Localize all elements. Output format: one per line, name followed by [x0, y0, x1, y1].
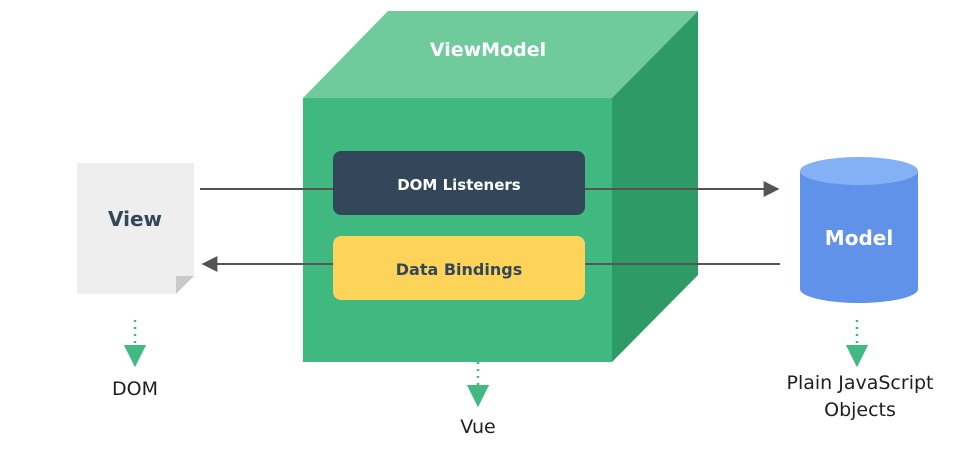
model-cylinder: Model: [800, 157, 918, 303]
model-caption-line-1: Plain JavaScript: [786, 372, 934, 394]
viewmodel-title: ViewModel: [430, 39, 546, 61]
model-caption: Plain JavaScript Objects: [770, 370, 950, 424]
cube-front-face: [303, 98, 612, 362]
view-document: View: [77, 163, 194, 294]
dom-listeners-box: DOM Listeners: [333, 151, 585, 215]
view-title: View: [108, 207, 162, 231]
data-bindings-label: Data Bindings: [396, 260, 522, 279]
vue-caption: Vue: [460, 416, 496, 438]
dom-listeners-label: DOM Listeners: [397, 176, 521, 194]
viewmodel-cube: ViewModel: [303, 11, 698, 362]
cube-side-face: [612, 11, 698, 362]
model-title: Model: [825, 226, 893, 250]
dom-caption: DOM: [112, 378, 158, 400]
cube-top-face: [303, 11, 698, 98]
model-caption-line-2: Objects: [824, 399, 896, 421]
data-bindings-box: Data Bindings: [333, 236, 585, 300]
